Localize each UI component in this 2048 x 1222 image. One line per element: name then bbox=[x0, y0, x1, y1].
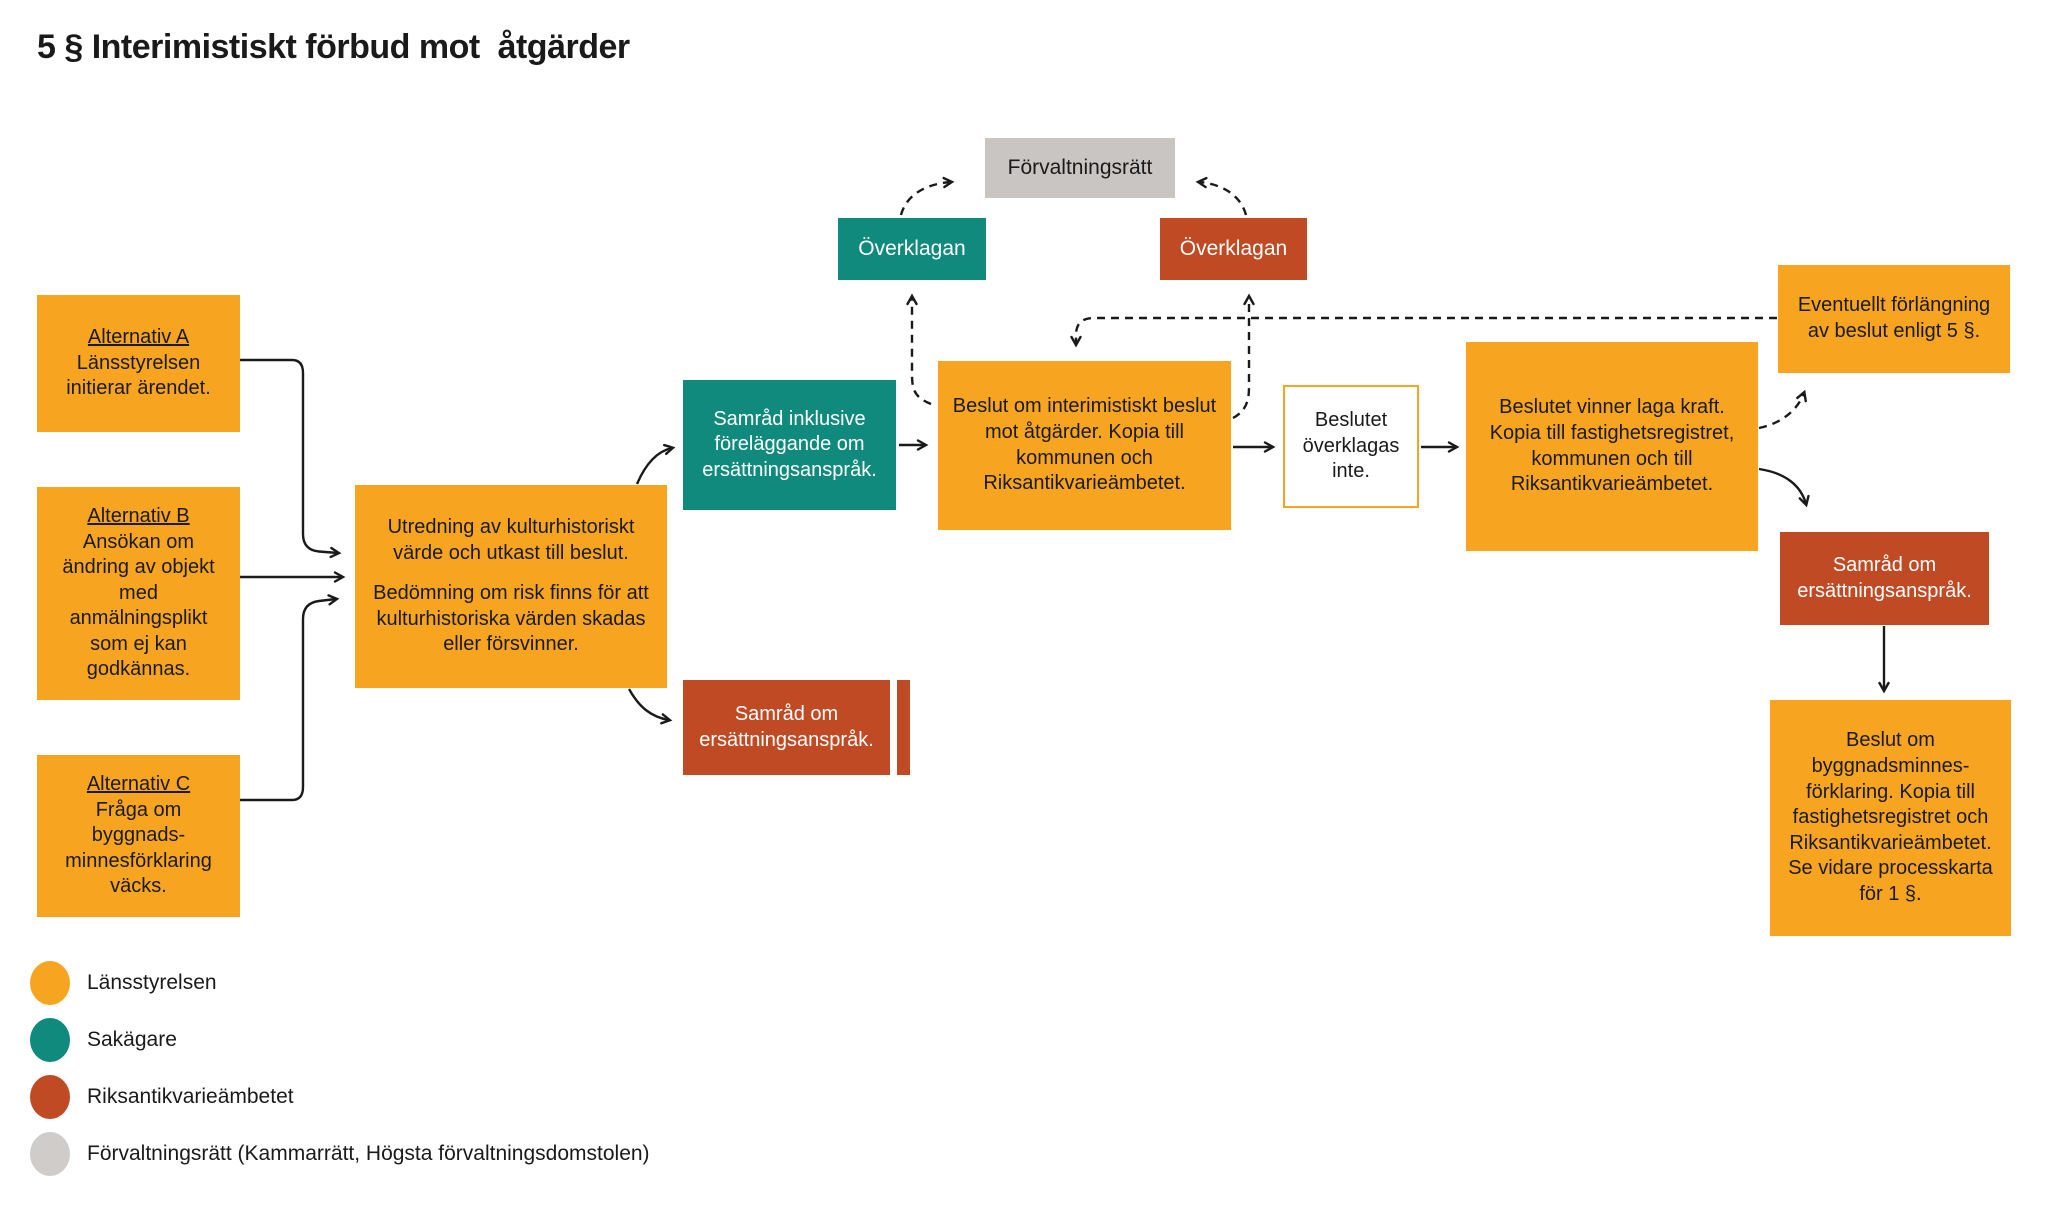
legend-item-lansstyrelsen: Länsstyrelsen bbox=[30, 961, 650, 1005]
legend: Länsstyrelsen Sakägare Riksantikvarieämb… bbox=[30, 961, 650, 1189]
page-title: 5 § Interimistiskt förbud mot åtgärder bbox=[37, 28, 630, 66]
arrow-alt-c-to-utredning bbox=[240, 594, 340, 802]
arrow-laga-kraft-to-eventuellt bbox=[1758, 389, 1807, 430]
legend-swatch-teal bbox=[30, 1018, 70, 1062]
box-paragraph-2: Bedömning om risk finns för att kulturhi… bbox=[373, 582, 649, 656]
box-paragraph-1: Utredning av kulturhistoriskt värde och … bbox=[387, 516, 635, 564]
legend-label: Sakägare bbox=[87, 1028, 177, 1051]
arrow-alt-a-to-utredning bbox=[240, 358, 342, 559]
box-samrad-ersattningsansprak: Samråd om ersättningsanspråk. bbox=[683, 680, 890, 775]
box-body: Fråga om byggnads-minnesförklaring väcks… bbox=[65, 798, 212, 898]
box-body: Samråd inklusive föreläggande om ersättn… bbox=[702, 407, 877, 481]
legend-item-riksantikvarieambetet: Riksantikvarieämbetet bbox=[30, 1075, 650, 1119]
arrow-utredning-to-samrad bbox=[635, 443, 676, 485]
box-body: Ansökan om ändring av objekt med anmälni… bbox=[62, 530, 215, 681]
legend-swatch-gray bbox=[30, 1132, 70, 1176]
box-body: Beslutet vinner laga kraft. Kopia till f… bbox=[1489, 396, 1735, 496]
box-label: Överklagan bbox=[858, 236, 966, 260]
box-beslut-interimistiskt: Beslut om interimistiskt beslut mot åtgä… bbox=[938, 361, 1231, 530]
legend-item-sakagare: Sakägare bbox=[30, 1018, 650, 1062]
arrow-beslut-to-overklagan-right bbox=[1232, 293, 1255, 420]
box-body: Beslut om byggnadsminnes-förklaring. Kop… bbox=[1788, 729, 1993, 905]
box-body: Samråd om ersättningsanspråk. bbox=[1797, 553, 1972, 602]
box-beslutet-overklagas-inte: Beslutet överklagas inte. bbox=[1283, 385, 1419, 508]
box-eventuell-forlangning: Eventuellt förlängning av beslut enligt … bbox=[1778, 265, 2010, 373]
box-label: Förvaltningsrätt bbox=[1007, 155, 1153, 179]
box-alternativ-c: Alternativ C Fråga om byggnads-minnesför… bbox=[37, 755, 240, 917]
box-body: Eventuellt förlängning av beslut enligt … bbox=[1797, 294, 1991, 342]
legend-swatch-orange bbox=[30, 961, 70, 1005]
box-body: Länsstyrelsen initierar ärendet. bbox=[66, 351, 211, 400]
box-heading: Alternativ A bbox=[87, 326, 190, 349]
box-utredning: Utredning av kulturhistoriskt värde och … bbox=[355, 485, 667, 688]
box-samrad-ersattningsansprak-hoger: Samråd om ersättningsanspråk. bbox=[1780, 532, 1989, 625]
box-beslut-byggnadsminnesforklaring: Beslut om byggnadsminnes-förklaring. Kop… bbox=[1770, 700, 2011, 936]
arrow-laga-kraft-to-samrad-hoger bbox=[1758, 467, 1810, 508]
arrow-overklagan-right-to-forvaltningsratt bbox=[1195, 176, 1248, 216]
legend-item-forvaltningsratt: Förvaltningsrätt (Kammarrätt, Högsta för… bbox=[30, 1132, 650, 1176]
box-overklagan-sakagare: Överklagan bbox=[838, 218, 986, 280]
box-samrad-inklusive: Samråd inklusive föreläggande om ersättn… bbox=[683, 380, 896, 510]
samrad-side-strip bbox=[897, 680, 910, 775]
box-label: Överklagan bbox=[1179, 236, 1288, 260]
box-laga-kraft: Beslutet vinner laga kraft. Kopia till f… bbox=[1466, 342, 1758, 551]
legend-label: Riksantikvarieämbetet bbox=[87, 1085, 294, 1108]
box-alternativ-a: Alternativ A Länsstyrelsen initierar äre… bbox=[37, 295, 240, 432]
box-body: Samråd om ersättningsanspråk. bbox=[699, 702, 874, 751]
arrow-overklagan-left-to-forvaltningsratt bbox=[899, 176, 955, 216]
box-body: Beslut om interimistiskt beslut mot åtgä… bbox=[952, 395, 1217, 495]
legend-label: Förvaltningsrätt (Kammarrätt, Högsta för… bbox=[87, 1142, 650, 1165]
box-forvaltningsratt: Förvaltningsrätt bbox=[985, 138, 1175, 198]
box-body: Beslutet överklagas inte. bbox=[1302, 409, 1400, 483]
arrow-utredning-to-samrad-ersattning bbox=[627, 688, 673, 725]
box-heading: Alternativ B bbox=[87, 504, 190, 527]
arrow-beslut-to-overklagan-left bbox=[906, 293, 932, 406]
legend-swatch-red bbox=[30, 1075, 70, 1119]
box-overklagan-riksantikvarieambetet: Överklagan bbox=[1160, 218, 1307, 280]
box-alternativ-b: Alternativ B Ansökan om ändring av objek… bbox=[37, 487, 240, 700]
arrow-eventuellt-to-beslut bbox=[1070, 316, 1777, 348]
legend-label: Länsstyrelsen bbox=[87, 971, 217, 994]
box-heading: Alternativ C bbox=[86, 773, 191, 796]
